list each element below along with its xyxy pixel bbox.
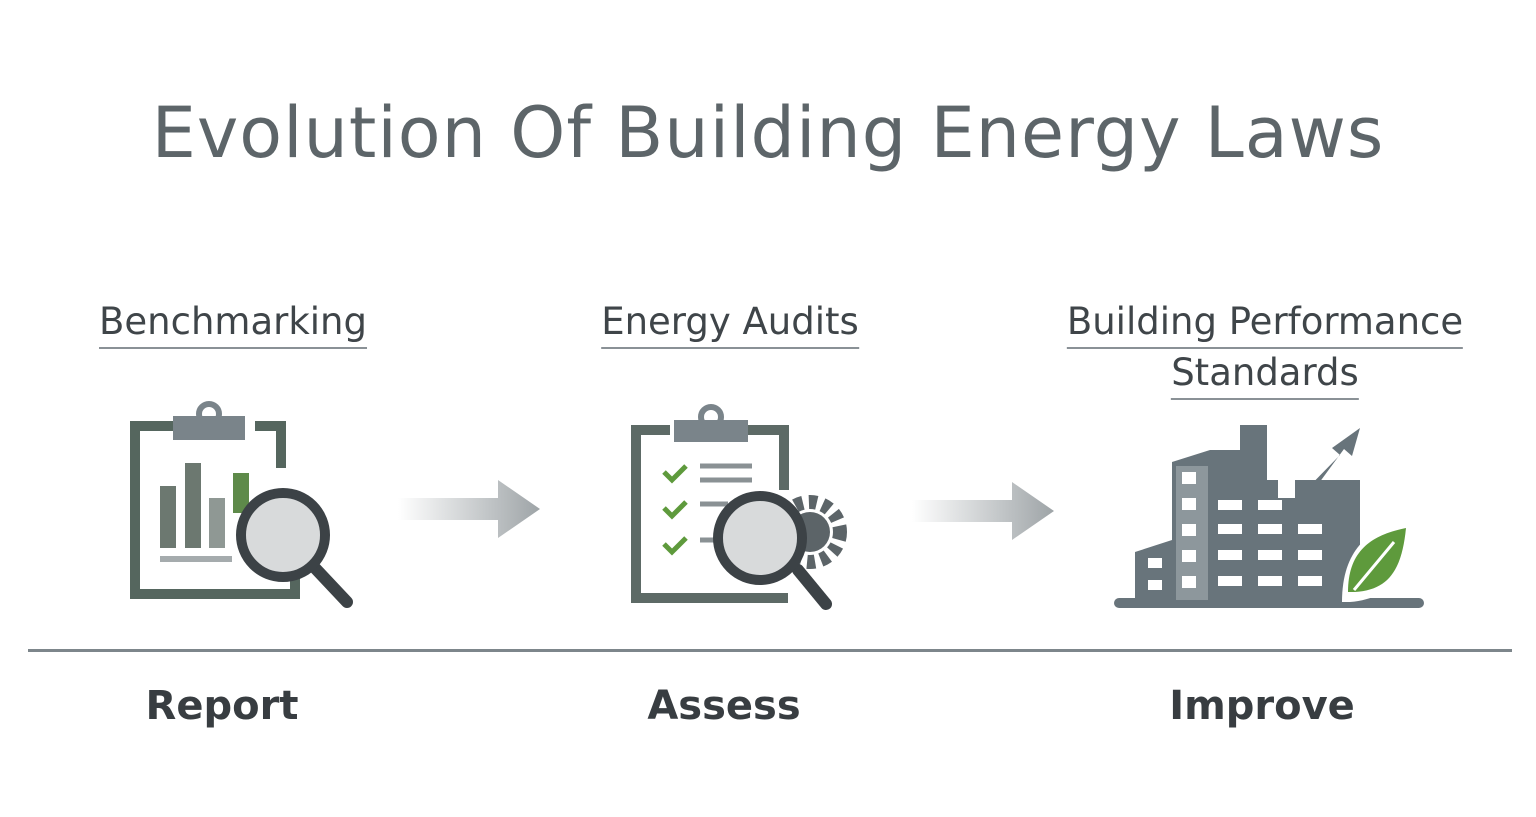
checklist-magnifier-gear-icon <box>631 404 847 610</box>
heading-line-2: Standards <box>1171 349 1359 400</box>
stage-label-assess: Assess <box>647 683 801 729</box>
arrow-right-icon <box>912 482 1054 540</box>
page-title: Evolution Of Building Energy Laws <box>151 92 1385 174</box>
arrow-right-icon <box>398 480 540 538</box>
building-growth-leaf-icon <box>1114 425 1424 608</box>
stage-heading-benchmarking: Benchmarking <box>99 298 367 349</box>
stage-heading-energy-audits: Energy Audits <box>601 298 859 349</box>
timeline-divider <box>28 649 1512 652</box>
clipboard-chart-magnifier-icon <box>130 401 353 608</box>
stage-label-improve: Improve <box>1169 683 1355 729</box>
stage-label-report: Report <box>145 683 299 729</box>
heading-line-1: Building Performance <box>1066 298 1464 349</box>
stage-heading-bps: Building Performance Standards <box>1066 298 1464 400</box>
